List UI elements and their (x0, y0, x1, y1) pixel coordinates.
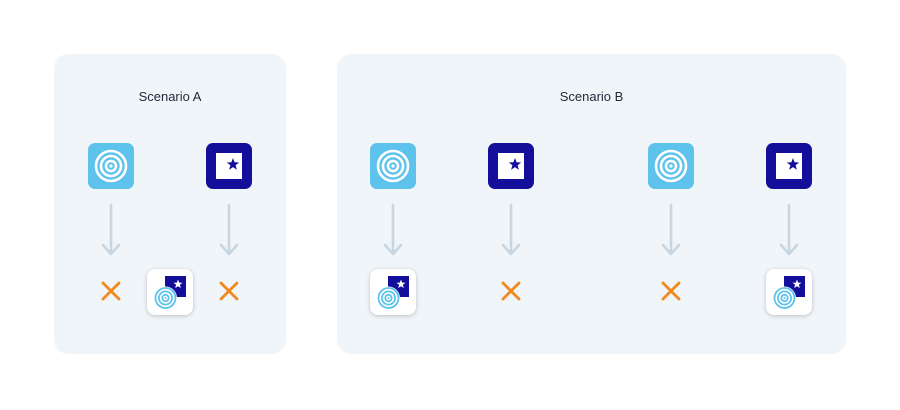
cross-icon (218, 280, 240, 302)
cross-icon (660, 280, 682, 302)
combined-target-star-icon (147, 269, 193, 315)
framed-star-icon (206, 143, 252, 189)
arrow-down-icon (661, 203, 681, 259)
arrow-down-icon (101, 203, 121, 259)
combined-target-star-icon (370, 269, 416, 315)
scenario-b-title: Scenario B (559, 89, 624, 104)
arrow-down-icon (383, 203, 403, 259)
target-icon (370, 143, 416, 189)
cross-icon (500, 280, 522, 302)
combined-target-star-icon (766, 269, 812, 315)
arrow-down-icon (501, 203, 521, 259)
target-icon (88, 143, 134, 189)
scenario-a-title: Scenario A (138, 89, 202, 104)
scenario-b-panel: Scenario B (337, 54, 846, 354)
target-icon (648, 143, 694, 189)
framed-star-icon (766, 143, 812, 189)
arrow-down-icon (219, 203, 239, 259)
cross-icon (100, 280, 122, 302)
arrow-down-icon (779, 203, 799, 259)
framed-star-icon (488, 143, 534, 189)
